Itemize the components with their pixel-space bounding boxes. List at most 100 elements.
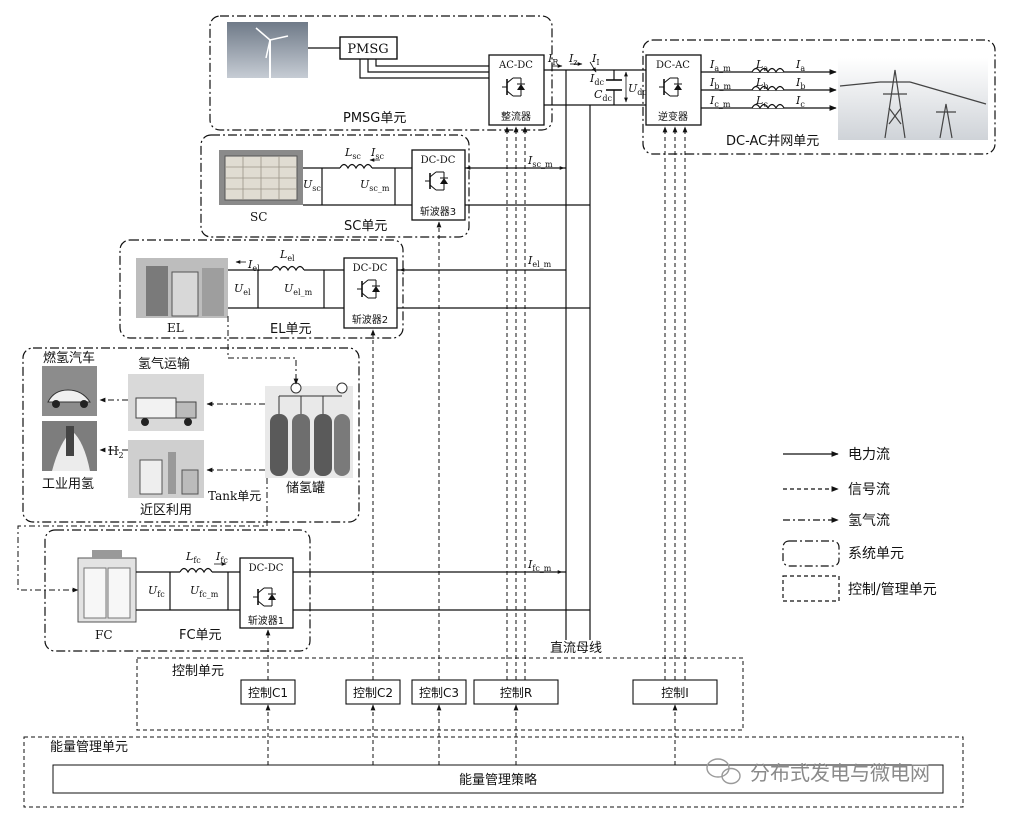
- inverter-name: 逆变器: [658, 110, 688, 123]
- dc-bus-label: 直流母线: [550, 641, 602, 656]
- energy-unit-title: 能量管理单元: [50, 740, 128, 755]
- ufc-m-label: Ufc_m: [190, 584, 219, 599]
- chopper1-name: 斩波器1: [248, 614, 284, 627]
- fuel-cell-photo: [77, 550, 137, 623]
- grid-tower-photo: [838, 58, 988, 140]
- control-block-label-2: 控制C2: [353, 686, 393, 700]
- industry-label: 工业用氢: [42, 477, 94, 492]
- lfc-label: Lfc: [185, 550, 201, 565]
- watermark-text: 分布式发电与微电网: [750, 761, 930, 785]
- chopper2-name: 斩波器2: [352, 313, 388, 326]
- iel-m-label: Iel_m: [527, 254, 552, 269]
- el-wiring: [228, 265, 590, 309]
- l-b-label: Lb: [755, 76, 768, 91]
- chopper3-block: [411, 149, 466, 221]
- control-block-3: [411, 679, 467, 705]
- hydrogen-storage-tanks-photo: [265, 382, 353, 478]
- idc-label: Idc: [589, 72, 604, 87]
- phase-inductor-b: [751, 85, 785, 92]
- rectifier-block: [488, 54, 545, 126]
- fc-unit-title: FC单元: [179, 628, 222, 643]
- vehicle-label: 燃氢汽车: [43, 350, 95, 366]
- hydrogen-flow-lines: [17, 316, 299, 593]
- ir-label: IR: [547, 52, 559, 67]
- cdc-label: Cdc: [594, 88, 613, 103]
- sc-unit-title: SC单元: [344, 219, 387, 234]
- transport-label: 氢气运输: [138, 356, 190, 372]
- l-a-label: La: [755, 58, 768, 73]
- hydrogen-transport-photo: [128, 374, 204, 431]
- isc-m-label: Isc_m: [527, 154, 553, 169]
- rectifier-type: AC-DC: [498, 60, 533, 71]
- iz-label: Iz: [568, 52, 578, 67]
- ufc-label: Ufc: [148, 584, 165, 599]
- wind-turbine-photo: [227, 22, 308, 78]
- dc-link-wires: [544, 69, 646, 640]
- ifc-m-label: Ifc_m: [527, 558, 552, 573]
- i-c-label: Ic: [795, 94, 805, 109]
- i-a-label: Ia: [795, 58, 805, 73]
- chopper2-type: DC-DC: [353, 263, 388, 274]
- control-block-5: [632, 679, 718, 705]
- fc-device-label: FC: [95, 628, 113, 642]
- legend-system-box: [782, 540, 840, 567]
- lsc-label: Lsc: [344, 146, 361, 161]
- dc-capacitor: [606, 79, 622, 91]
- pmsg-output-lines: [359, 59, 489, 79]
- legend-control-label: 控制/管理单元: [848, 582, 937, 598]
- lel-label: Lel: [279, 248, 295, 263]
- sc-device-label: SC: [250, 210, 267, 224]
- ifc-label: Ifc: [215, 550, 228, 565]
- usc-m-label: Usc_m: [360, 178, 390, 193]
- control-block-label-4: 控制R: [500, 686, 532, 700]
- pmsg-unit-frame: [209, 15, 553, 131]
- sc-unit-frame: [200, 134, 470, 238]
- energy-unit-frame: [23, 736, 964, 808]
- iel-label: Iel: [247, 258, 260, 273]
- el-device-label: EL: [167, 321, 184, 335]
- tank-unit-title: Tank单元: [208, 489, 261, 503]
- h2-label: H2: [108, 444, 124, 460]
- pmsg-unit-title: PMSG单元: [343, 111, 406, 126]
- rectifier-name: 整流器: [501, 110, 531, 123]
- uel-label: Uel: [234, 282, 251, 297]
- l-c-label: Lc: [755, 94, 768, 109]
- inverter-type: DC-AC: [656, 60, 690, 71]
- energy-strategy-block: [52, 764, 944, 794]
- chopper1-block: [239, 557, 294, 629]
- iI-label: II: [591, 52, 600, 67]
- el-unit-frame: [119, 239, 404, 339]
- chopper1-type: DC-DC: [249, 563, 284, 574]
- control-unit-frame: [136, 657, 744, 731]
- udc-label: Udc: [628, 82, 647, 97]
- isc-label: Isc: [370, 146, 384, 161]
- industrial-hydrogen-photo: [42, 421, 97, 471]
- chopper3-name: 斩波器3: [420, 205, 456, 218]
- i-c-m-label: Ic_m: [709, 94, 731, 109]
- supercapacitor-photo: [219, 150, 303, 205]
- legend-control-box: [782, 575, 840, 602]
- control-block-4: [473, 679, 559, 705]
- el-unit-title: EL单元: [270, 322, 311, 337]
- tank-unit-frame: [22, 347, 360, 523]
- idc-arrow: [589, 61, 597, 73]
- chopper2-block: [343, 257, 398, 329]
- chopper3-type: DC-DC: [421, 155, 456, 166]
- control-block-label-5: 控制I: [661, 686, 689, 700]
- inverter-block: [645, 54, 702, 126]
- phase-inductor-c: [751, 103, 785, 110]
- dcac-unit-frame: [642, 39, 996, 155]
- legend-power-label: 电力流: [848, 447, 890, 463]
- control-block-1: [240, 679, 296, 705]
- nearby-label: 近区利用: [140, 503, 192, 518]
- electrolyzer-photo: [136, 258, 228, 318]
- i-b-label: Ib: [795, 76, 805, 91]
- wechat-watermark: 分布式发电与微电网: [706, 758, 930, 785]
- energy-strategy-label: 能量管理策略: [459, 772, 537, 788]
- legend: 电力流 信号流 氢气流 系统单元 控制/管理单元: [782, 447, 937, 602]
- wechat-icon: [706, 758, 741, 785]
- usc-label: Usc: [303, 178, 321, 193]
- pmsg-generator-label: PMSG: [347, 42, 388, 57]
